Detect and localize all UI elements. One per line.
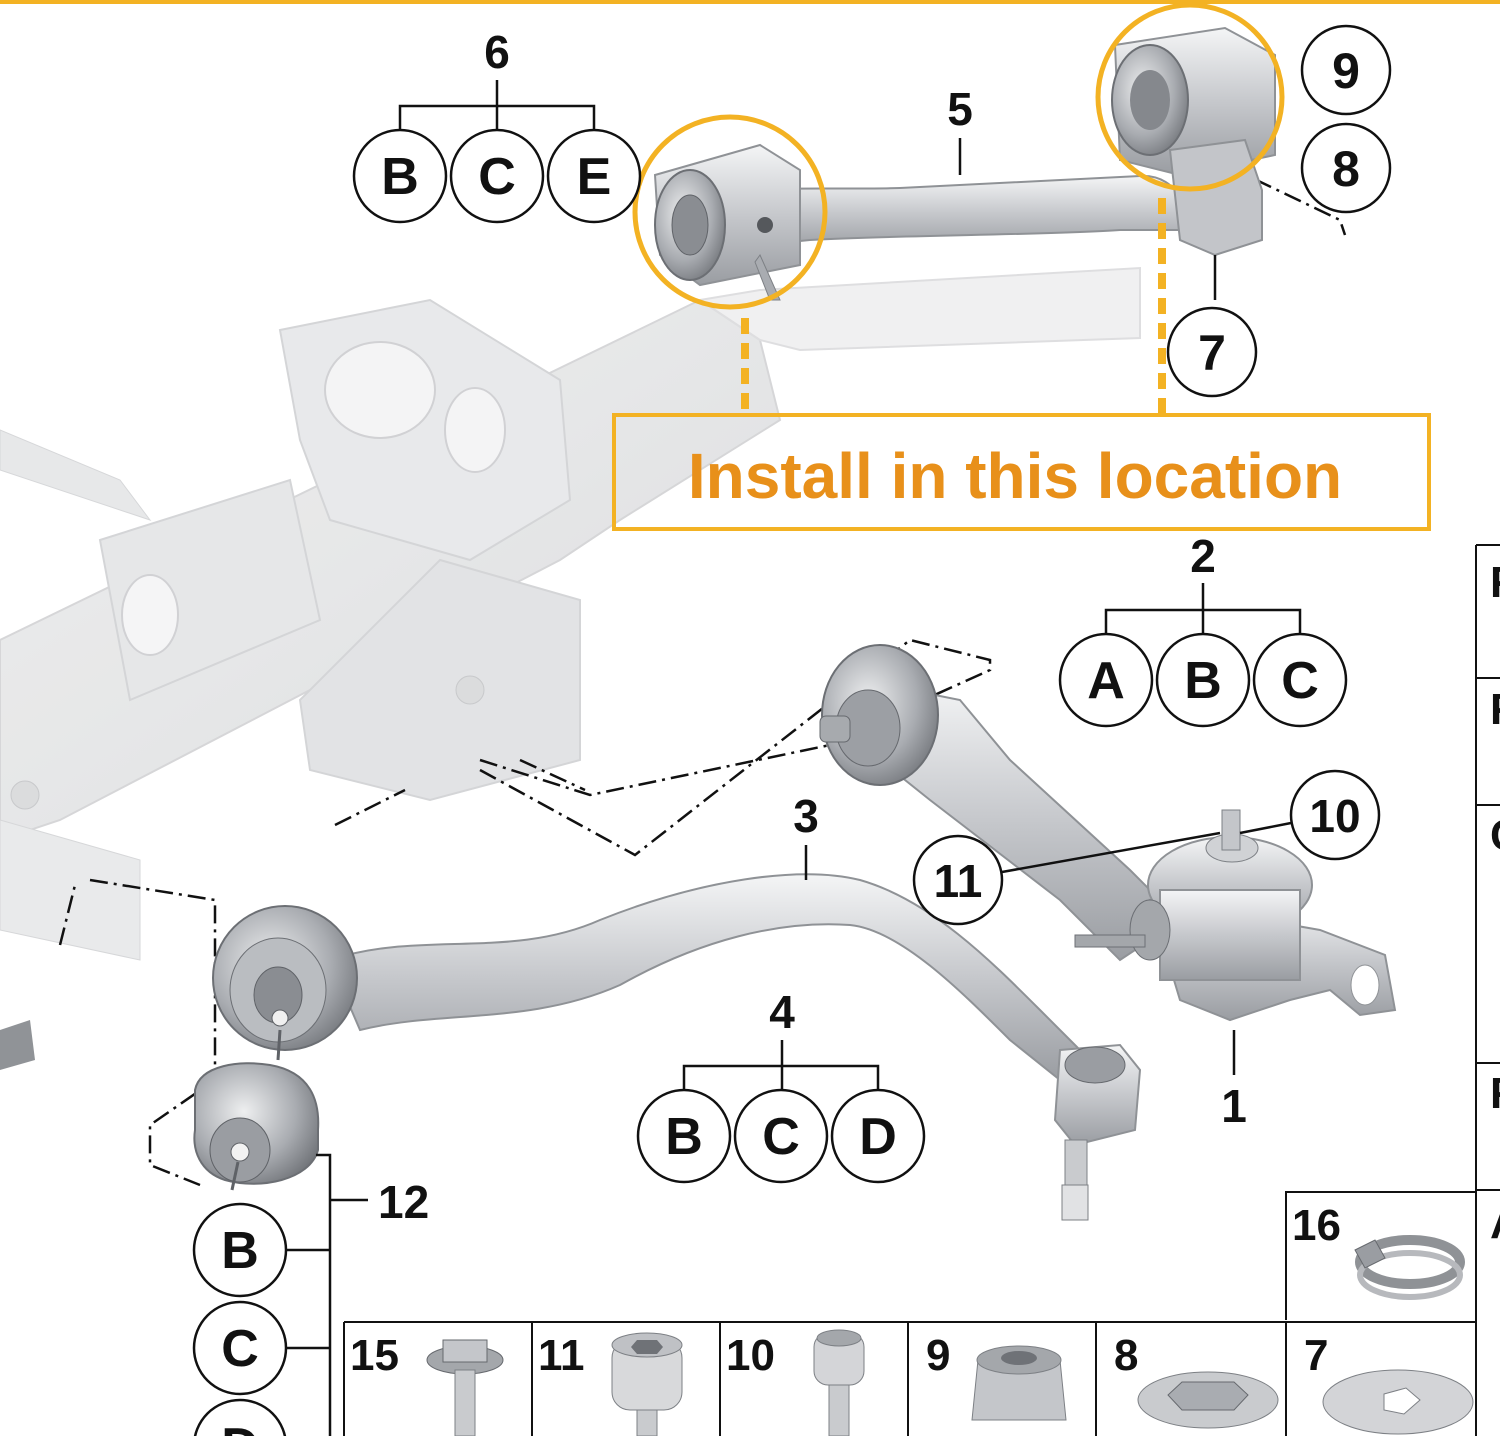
ref-7: 7 (1198, 325, 1226, 381)
hardware-15: 15 (350, 1331, 399, 1380)
leader-lines (58, 163, 1347, 1187)
variant-group-4: 4 B C D (636, 986, 926, 1184)
col-letter-1: F (1490, 558, 1500, 607)
variant-group-12: 12 B C D (192, 1153, 429, 1436)
ref-10: 10 (1309, 790, 1360, 842)
part-3-lower-arm (212, 873, 1142, 1221)
variant-group-2: 2 A B C (1058, 530, 1348, 728)
hardware-row: 15 11 10 9 8 7 (343, 1321, 1476, 1436)
variant-6-e: E (577, 148, 612, 206)
cell-16-num: 16 (1292, 1201, 1341, 1250)
part-1-mount (1074, 809, 1397, 1022)
install-label-box (612, 413, 1431, 531)
reference-labels: 5 9 8 7 3 10 11 1 (793, 24, 1392, 1132)
highlight-circle-right (1095, 2, 1285, 192)
variant-4-b: B (665, 1108, 703, 1166)
part-5-upper-arm (653, 26, 1276, 301)
top-border (0, 0, 1500, 4)
variant-group-6: 6 B C E (352, 26, 642, 224)
highlight-circle-left (632, 114, 828, 310)
variant-2-c: C (1281, 652, 1319, 710)
ref-1: 1 (1221, 1080, 1247, 1132)
ref-9: 9 (1332, 43, 1360, 99)
install-highlights (612, 2, 1431, 531)
hardware-9: 9 (926, 1331, 950, 1380)
variant-4-c: C (762, 1108, 800, 1166)
variant-12-d: D (221, 1418, 259, 1436)
part-tension-strut (819, 644, 1182, 962)
subframe-ghost (0, 266, 1141, 1070)
variant-2-b: B (1184, 652, 1222, 710)
variant-12-c: C (221, 1320, 259, 1378)
col-letter-4: F (1490, 1069, 1500, 1118)
col-letter-5: A (1490, 1199, 1500, 1248)
variant-6-b: B (381, 148, 419, 206)
variant-6-c: C (478, 148, 516, 206)
col-letter-2: F (1490, 685, 1500, 734)
cell-16: 16 (1285, 1191, 1476, 1320)
ref-3: 3 (793, 790, 819, 842)
variant-12-b: B (221, 1222, 259, 1280)
hardware-7: 7 (1304, 1331, 1328, 1380)
svg-text:2: 2 (1190, 530, 1216, 582)
install-label: Install in this location (688, 440, 1342, 512)
hardware-10: 10 (726, 1331, 775, 1380)
ref-8: 8 (1332, 141, 1360, 197)
svg-text:4: 4 (769, 986, 795, 1038)
col-letter-3: C (1490, 811, 1500, 860)
variant-2-a: A (1087, 652, 1125, 710)
hardware-8: 8 (1114, 1331, 1138, 1380)
part-12-bushing (193, 1062, 320, 1191)
svg-text:12: 12 (378, 1176, 429, 1228)
ref-11: 11 (934, 855, 983, 907)
ref-5: 5 (947, 83, 973, 135)
right-column-table: F F C F A (1475, 544, 1500, 1436)
variant-4-d: D (859, 1108, 897, 1166)
svg-text:6: 6 (484, 26, 510, 78)
hardware-11: 11 (538, 1331, 585, 1380)
